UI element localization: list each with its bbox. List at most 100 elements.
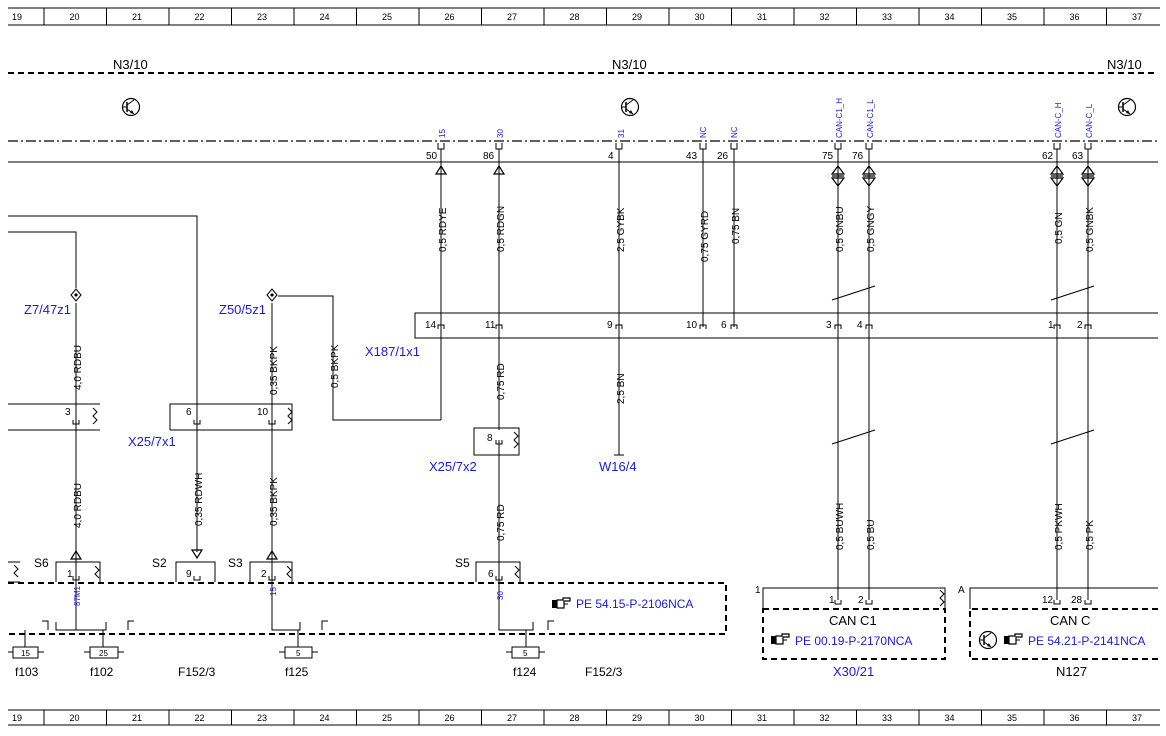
wire-label-bu: 0,5 BU (866, 519, 877, 550)
grid-bottom-number: 31 (757, 713, 767, 723)
grid-top-number: 35 (1007, 12, 1017, 22)
grid-bottom-number: 37 (1132, 713, 1142, 723)
pin-26: 26 (717, 151, 729, 162)
grid-bottom-number: 25 (382, 713, 392, 723)
n3-10-label-center: N3/10 (612, 57, 647, 72)
grid-bottom-number: 19 (12, 713, 22, 723)
x187-pin-10: 10 (686, 320, 698, 331)
signal-15: 15 (438, 129, 447, 138)
fuse-f124-label: f124 (513, 665, 537, 679)
grid-top-number: 33 (882, 12, 892, 22)
grid-top-number: 25 (382, 12, 392, 22)
grid-bottom-number: 20 (69, 713, 79, 723)
grid-top-number: 26 (444, 12, 454, 22)
arrows (434, 164, 1096, 187)
x187-pin-1: 1 (1048, 320, 1054, 331)
wire-label-pkwh: 0,5 PKWH (1054, 503, 1065, 550)
signal-nc-1: NC (699, 126, 708, 138)
pointing-hand-icon (770, 633, 790, 645)
x30-21-box-pin-1: 1 (755, 585, 761, 596)
pin-86: 86 (483, 151, 495, 162)
x25-pin-6: 6 (186, 407, 192, 418)
grid-top-number: 27 (507, 12, 517, 22)
n3-10-label-left: N3/10 (113, 57, 148, 72)
grid-bottom-number: 32 (819, 713, 829, 723)
s3-pin: 2 (261, 569, 267, 580)
wire-label-gyrd: 0,75 GYRD (700, 211, 711, 262)
wire-label-gnbk: 0,5 GNBK (1085, 207, 1096, 252)
grid-top-number: 32 (819, 12, 829, 22)
fuse-f102-label: f102 (90, 665, 114, 679)
z7-47z1-label: Z7/47z1 (24, 302, 71, 317)
wire-label-rd-bot: 0,75 RD (496, 504, 507, 541)
splice-s5: S5 (455, 556, 470, 570)
wire-label-pk: 0,5 PK (1085, 520, 1096, 550)
transistor-icon (978, 630, 998, 650)
x25-pin-10: 10 (257, 407, 269, 418)
s2-pin: 9 (186, 569, 192, 580)
n127-label: N127 (1056, 664, 1087, 679)
splice-s3: S3 (228, 556, 243, 570)
grid-bottom-number: 30 (694, 713, 704, 723)
can-c1-pin-1: 1 (829, 595, 835, 606)
pin-50: 50 (426, 151, 438, 162)
wires (8, 143, 1095, 642)
splice-z7-47z1 (70, 288, 82, 302)
grid-bottom-number: 26 (444, 713, 454, 723)
wire-label-buwh: 0,5 BUWH (835, 503, 846, 550)
pin-75: 75 (822, 151, 834, 162)
grid-bottom-number: 34 (944, 713, 954, 723)
x30-21-label: X30/21 (833, 664, 874, 679)
wire-label-gnbu: 0,5 GNBU (835, 206, 846, 252)
ref-pe-54-15: PE 54.15-P-2106NCA (576, 597, 693, 611)
x187-pin-3: 3 (826, 320, 832, 331)
wire-label-bkpk-side: 0,5 BKPK (330, 344, 341, 388)
signal-nc-2: NC (730, 126, 739, 138)
x187-1x1-label: X187/1x1 (365, 344, 420, 359)
grid-top-number: 28 (569, 12, 579, 22)
x25-7x1-label: X25/7x1 (128, 434, 176, 449)
signal-30-f: 30 (496, 591, 505, 600)
wire-label-gybk: 2,5 GYBK (616, 207, 627, 252)
grid-top-number: 19 (12, 12, 22, 22)
x187-pin-9: 9 (607, 320, 613, 331)
wire-label-bkpk-bot: 0,35 BKPK (269, 477, 280, 526)
wire-label-rdbu-bot: 4,0 RDBU (73, 483, 84, 528)
grid-bottom-number: 33 (882, 713, 892, 723)
fuse-f125-value: 5 (296, 649, 301, 658)
f152-3-label-b: F152/3 (585, 665, 623, 679)
grid-top-number: 29 (632, 12, 642, 22)
grid-bottom-number: 28 (569, 713, 579, 723)
wire-label-bn-075: 0,75 BN (731, 208, 742, 244)
x187-pin-6: 6 (721, 320, 727, 331)
wire-label-rdbu-top: 4,0 RDBU (73, 345, 84, 390)
can-c-pin-28: 28 (1071, 595, 1083, 606)
grid-bottom-number: 29 (632, 713, 642, 723)
grid-top-number: 34 (944, 12, 954, 22)
connector-x25-7x2 (473, 427, 520, 456)
x187-pin-2: 2 (1077, 320, 1083, 331)
transistor-icon (121, 97, 141, 117)
grid-bottom-number: 36 (1069, 713, 1079, 723)
wire-label-rdwh: 0,35 RDWH (194, 473, 205, 526)
grid-bottom-number: 22 (194, 713, 204, 723)
wire-label-bkpk-top: 0,35 BKPK (269, 346, 280, 395)
fuse-box-f152-3 (8, 582, 727, 635)
connector-x25-7x1 (8, 403, 293, 431)
connector-x187-1x1 (414, 312, 1158, 339)
grid-bottom-number: 35 (1007, 713, 1017, 723)
n3-10-label-right: N3/10 (1107, 57, 1142, 72)
wire-label-rd-top: 0,75 RD (496, 363, 507, 400)
grid-top-number: 30 (694, 12, 704, 22)
signal-can-c-l: CAN-C_L (1085, 103, 1094, 138)
can-c-pin-12: 12 (1042, 595, 1054, 606)
can-c1-pin-2: 2 (858, 595, 864, 606)
pointing-hand-icon (1003, 633, 1023, 645)
x25-7x2-pin-8: 8 (487, 433, 493, 444)
pin-63: 63 (1072, 151, 1084, 162)
fuse-f125-label: f125 (285, 665, 309, 679)
signal-can-c-h: CAN-C_H (1054, 102, 1063, 138)
x25-7x2-label: X25/7x2 (429, 459, 477, 474)
